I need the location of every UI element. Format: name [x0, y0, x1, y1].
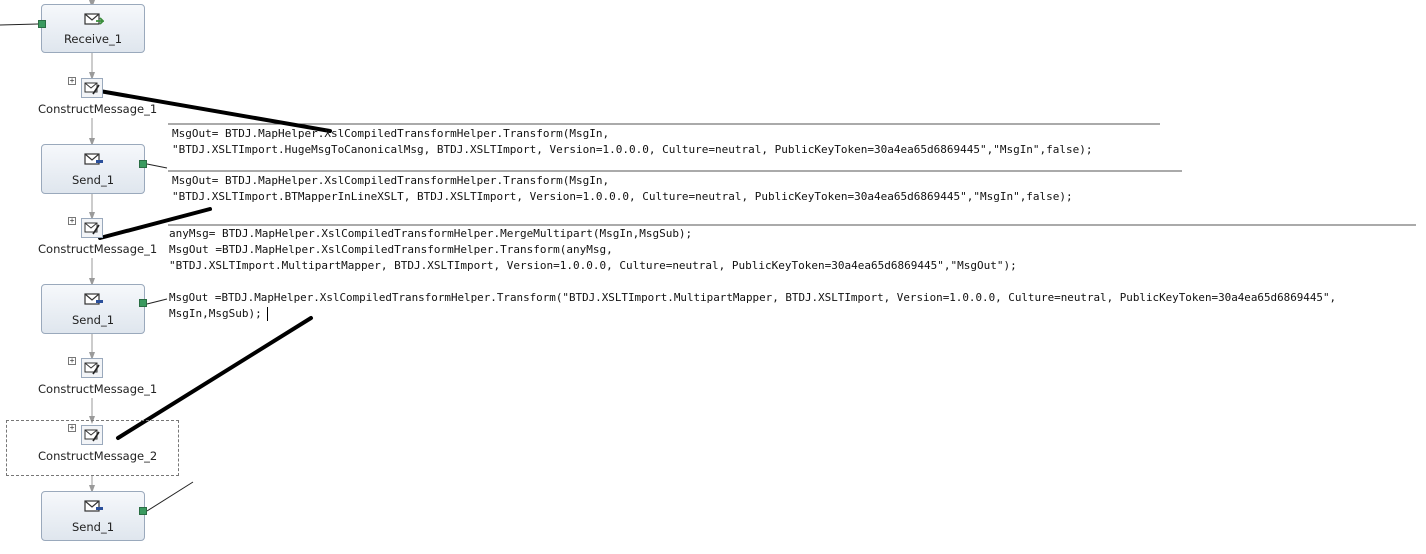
construct-message-icon[interactable]	[81, 358, 103, 378]
port-link	[146, 298, 168, 305]
code-line: anyMsg= BTDJ.MapHelper.XslCompiledTransf…	[169, 227, 693, 240]
code-line: "BTDJ.XSLTImport.MultipartMapper, BTDJ.X…	[169, 259, 1017, 272]
code-line: MsgOut= BTDJ.MapHelper.XslCompiledTransf…	[172, 127, 610, 140]
code-line: MsgOut =BTDJ.MapHelper.XslCompiledTransf…	[169, 291, 1337, 304]
code-line: "BTDJ.XSLTImport.BTMapperInLineXSLT, BTD…	[172, 190, 1073, 203]
expand-toggle[interactable]: +	[68, 356, 76, 365]
receive-shape[interactable]: Receive_1	[41, 4, 145, 53]
code-line: MsgOut =BTDJ.MapHelper.XslCompiledTransf…	[169, 243, 613, 256]
send-port[interactable]	[139, 507, 147, 515]
annotation-stroke	[116, 316, 313, 440]
send-label: Send_1	[71, 313, 115, 327]
expand-toggle[interactable]: +	[68, 216, 76, 225]
selection-box	[6, 420, 179, 476]
construct-label: ConstructMessage_1	[38, 242, 158, 256]
annotation-stroke	[98, 207, 212, 240]
code-line: "BTDJ.XSLTImport.HugeMsgToCanonicalMsg, …	[172, 143, 1093, 156]
construct-message-icon[interactable]	[81, 425, 103, 445]
construct-message-icon[interactable]	[81, 78, 103, 98]
annotation-stroke	[86, 87, 332, 133]
code-line: MsgOut= BTDJ.MapHelper.XslCompiledTransf…	[172, 174, 610, 187]
construct-label: ConstructMessage_2	[38, 449, 158, 463]
send-label: Send_1	[71, 173, 115, 187]
port-link	[146, 481, 194, 512]
envelope-send-icon	[84, 293, 103, 305]
send-port[interactable]	[139, 299, 147, 307]
port-link	[146, 163, 168, 169]
construct-label: ConstructMessage_1	[38, 102, 158, 116]
text-caret	[267, 307, 268, 321]
expand-toggle[interactable]: +	[68, 76, 76, 85]
construct-message-icon[interactable]	[81, 218, 103, 238]
envelope-send-icon	[84, 153, 103, 165]
send-shape[interactable]: Send_1	[41, 144, 145, 194]
code-line: MsgIn,MsgSub);	[169, 307, 262, 320]
port-link	[0, 23, 39, 26]
send-shape[interactable]: Send_1	[41, 284, 145, 334]
construct-label: ConstructMessage_1	[38, 382, 158, 396]
receive-port[interactable]	[38, 20, 46, 28]
envelope-receive-icon	[84, 13, 104, 25]
send-shape[interactable]: Send_1	[41, 491, 145, 541]
send-port[interactable]	[139, 160, 147, 168]
expand-toggle[interactable]: +	[68, 423, 76, 432]
send-label: Send_1	[71, 520, 115, 534]
envelope-send-icon	[84, 500, 103, 512]
receive-label: Receive_1	[63, 32, 123, 46]
